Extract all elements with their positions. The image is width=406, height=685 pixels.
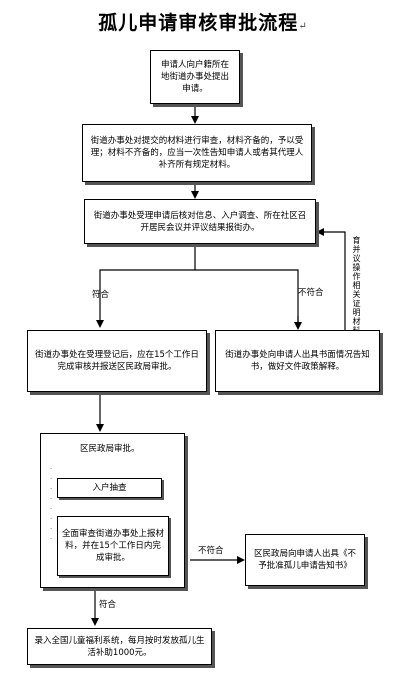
step-city-check-text: 全面审查街道办事处上报材料，并在15个工作日内完成审批。 xyxy=(62,529,165,563)
arrow-verify-branch xyxy=(96,244,196,328)
step-city-check-box: 全面审查街道办事处上报材料，并在15个工作日内完成审批。 xyxy=(57,516,169,576)
arrow-resubmit xyxy=(316,228,346,332)
step-review-text: 街道办事处对提交的材料进行审查，材料齐备的，予以受理；材料不齐备的，应当一次性告… xyxy=(90,136,304,170)
step-home-check-box: 入户抽查 xyxy=(57,478,162,498)
step-apply-box: 申请人向户籍所在地街道办事处提出申请。 xyxy=(150,50,240,104)
step-reject-text: 区民政局向申请人出具《不予批准孤儿申请告知书》 xyxy=(253,549,356,571)
step-verify-box: 街道办事处受理申请后核对信息、入户调查、所在社区召开居民会议并评议结果报街办。 xyxy=(84,199,316,244)
step-fail-box: 街道办事处向申请人出具书面情况告知书，做好文件政策解释。 xyxy=(215,330,380,392)
step-register-text: 街道办事处在受理登记后，应在15个工作日完成审核并报送区民政局审批。 xyxy=(35,350,199,372)
step-review-box: 街道办事处对提交的材料进行审查，材料齐备的，予以受理；材料不齐备的，应当一次性告… xyxy=(82,124,312,182)
step-apply-text: 申请人向户籍所在地街道办事处提出申请。 xyxy=(160,60,229,94)
step-final-text: 录入全国儿童福利系统，每月按时发放孤儿生活补助1000元。 xyxy=(34,635,205,658)
branch-pass2-label: 符合 xyxy=(99,600,117,610)
branch-fail2-label: 不符合 xyxy=(198,546,224,556)
step-final-box: 录入全国儿童福利系统，每月按时发放孤儿生活补助1000元。 xyxy=(27,628,212,665)
page-title: 孤儿申请审核审批流程↵ xyxy=(0,8,406,35)
step-verify-text: 街道办事处受理申请后核对信息、入户调查、所在社区召开居民会议并评议结果报街办。 xyxy=(93,210,307,233)
paragraph-marks: ........ xyxy=(50,463,53,541)
branch-pass-label: 符合 xyxy=(92,290,110,300)
return-mark-icon: ↵ xyxy=(298,21,308,32)
step-register-box: 街道办事处在受理登记后，应在15个工作日完成审核并报送区民政局审批。 xyxy=(27,330,207,392)
step-fail-text: 街道办事处向申请人出具书面情况告知书，做好文件政策解释。 xyxy=(225,350,370,372)
step-home-check-text: 入户抽查 xyxy=(92,483,127,493)
title-text: 孤儿申请审核审批流程 xyxy=(98,12,299,34)
branch-fail-label: 不符合 xyxy=(298,288,324,298)
resubmit-label: 育并议操作相关证明材料 xyxy=(352,236,361,335)
step-reject-box: 区民政局向申请人出具《不予批准孤儿申请告知书》 xyxy=(245,534,365,586)
district-title: 区民政局审批。 xyxy=(80,444,140,454)
arrow-verify-fail xyxy=(195,269,299,326)
